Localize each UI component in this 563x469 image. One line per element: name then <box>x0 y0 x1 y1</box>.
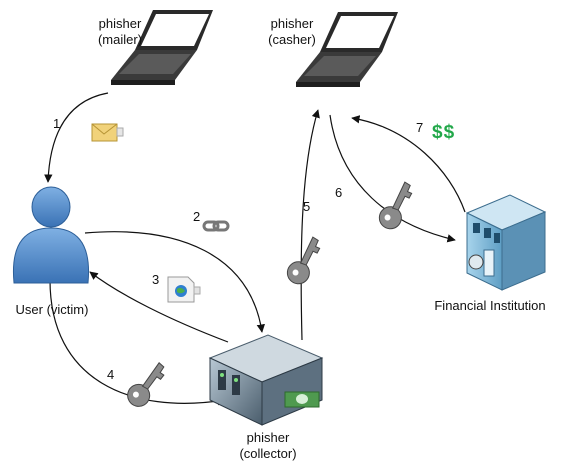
step-5: 5 <box>303 199 311 214</box>
step-4: 4 <box>107 367 115 382</box>
step-1: 1 <box>53 116 61 131</box>
collector-label: phisher (collector) <box>228 430 308 462</box>
casher-label-line1: phisher <box>270 16 314 31</box>
key-icon <box>277 235 334 289</box>
victim-label: User (victim) <box>15 302 89 317</box>
server-icon <box>208 334 324 426</box>
casher-label: phisher (casher) <box>254 16 330 48</box>
envelope-icon <box>91 123 124 142</box>
banknote-icon <box>284 391 320 408</box>
bank-building-icon <box>465 194 547 291</box>
arrow-6-casher-to-bank <box>329 114 456 243</box>
casher-label-line2: (casher) <box>268 32 316 47</box>
arrow-2-click-link <box>84 231 265 333</box>
chain-link-icon <box>202 220 230 232</box>
collector-label-line1: phisher <box>246 430 290 445</box>
step-2: 2 <box>193 209 201 224</box>
user-icon <box>12 186 90 284</box>
collector-label-line2: (collector) <box>239 446 297 461</box>
arrow-3-fake-page <box>89 271 229 343</box>
arrows <box>44 92 466 406</box>
arrow-7-money <box>351 115 466 213</box>
arrow-1-email <box>44 92 109 183</box>
mailer-label: phisher (mailer) <box>82 16 158 48</box>
money-symbol: $$ <box>432 122 456 143</box>
arrow-4-credentials <box>49 279 226 406</box>
step-7: 7 <box>416 120 424 135</box>
bank-label: Financial Institution <box>434 298 546 313</box>
step-6: 6 <box>335 185 343 200</box>
step-3: 3 <box>152 272 160 287</box>
mailer-label-line2: (mailer) <box>97 32 143 47</box>
mailer-label-line1: phisher <box>98 16 142 31</box>
arrow-5-credentials-to-casher <box>300 109 320 341</box>
key-icon <box>369 180 426 234</box>
web-page-icon <box>167 276 201 303</box>
